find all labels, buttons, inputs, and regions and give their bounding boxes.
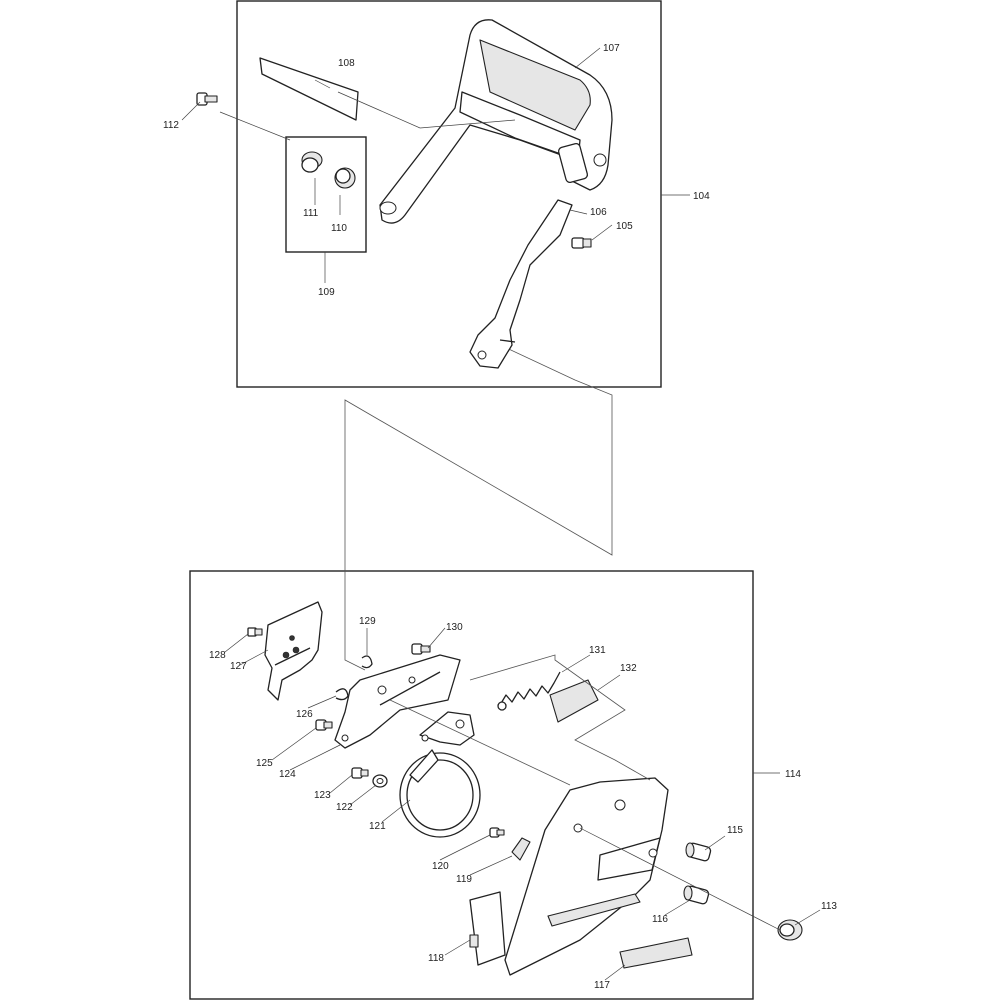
bushing-111 xyxy=(301,151,323,173)
screw-105 xyxy=(571,237,592,249)
label-116: 116 xyxy=(652,914,668,925)
label-121: 121 xyxy=(369,821,386,832)
label-118: 118 xyxy=(428,953,444,964)
label-105: 105 xyxy=(616,221,633,232)
label-124: 124 xyxy=(279,769,296,780)
guard-link-hole xyxy=(477,350,487,360)
plate-132 xyxy=(549,679,599,723)
label-117: 117 xyxy=(594,980,610,991)
clip-129 xyxy=(361,655,373,669)
label-131: 131 xyxy=(589,645,606,656)
guard-link-106 xyxy=(469,199,573,369)
label-123: 123 xyxy=(314,790,331,801)
label-120: 120 xyxy=(432,861,449,872)
label-107: 107 xyxy=(603,43,620,54)
label-122: 122 xyxy=(336,802,353,813)
assembly-connector-line xyxy=(344,344,613,560)
spring-131 xyxy=(499,671,561,706)
label-104: 104 xyxy=(693,191,710,202)
nut-110 xyxy=(334,167,356,189)
screw-125 xyxy=(315,719,333,731)
label-127: 127 xyxy=(230,661,247,672)
clip-126 xyxy=(335,688,349,701)
upper-assembly-frame xyxy=(236,0,662,388)
screw-130 xyxy=(411,643,431,655)
label-126: 126 xyxy=(296,709,313,720)
washer-122 xyxy=(372,774,388,788)
label-115: 115 xyxy=(727,825,743,836)
lower-assembly-frame xyxy=(189,570,754,1000)
brake-lever xyxy=(419,711,475,746)
tensioner-119 xyxy=(511,837,531,861)
label-111: 111 xyxy=(303,208,319,219)
assembly-connector-line-2 xyxy=(344,560,366,671)
label-114: 114 xyxy=(785,769,801,780)
label-117 xyxy=(619,937,693,969)
screw-120 xyxy=(489,827,505,838)
label-129: 129 xyxy=(359,616,376,627)
brake-bracket-holes xyxy=(341,671,441,742)
screw-128 xyxy=(247,627,263,637)
screw-112 xyxy=(196,92,218,106)
label-125: 125 xyxy=(256,758,273,769)
chain-plate-details xyxy=(274,635,311,666)
label-128: 128 xyxy=(209,650,226,661)
label-110: 110 xyxy=(331,223,347,234)
label-109: 109 xyxy=(318,287,335,298)
label-119: 119 xyxy=(456,874,472,885)
sprocket-cover-114 xyxy=(504,777,669,976)
pin-116 xyxy=(683,885,710,905)
label-106: 106 xyxy=(590,207,607,218)
screw-123 xyxy=(351,767,369,779)
label-108: 108 xyxy=(338,58,355,69)
label-132: 132 xyxy=(620,663,637,674)
label-130: 130 xyxy=(446,622,463,633)
brake-band-121 xyxy=(399,749,481,838)
decal-118 xyxy=(469,891,506,966)
label-113: 113 xyxy=(821,901,837,912)
label-112: 112 xyxy=(163,120,179,131)
pin-115 xyxy=(685,842,712,862)
pad-108 xyxy=(259,57,359,121)
kit-109-frame xyxy=(285,136,367,253)
